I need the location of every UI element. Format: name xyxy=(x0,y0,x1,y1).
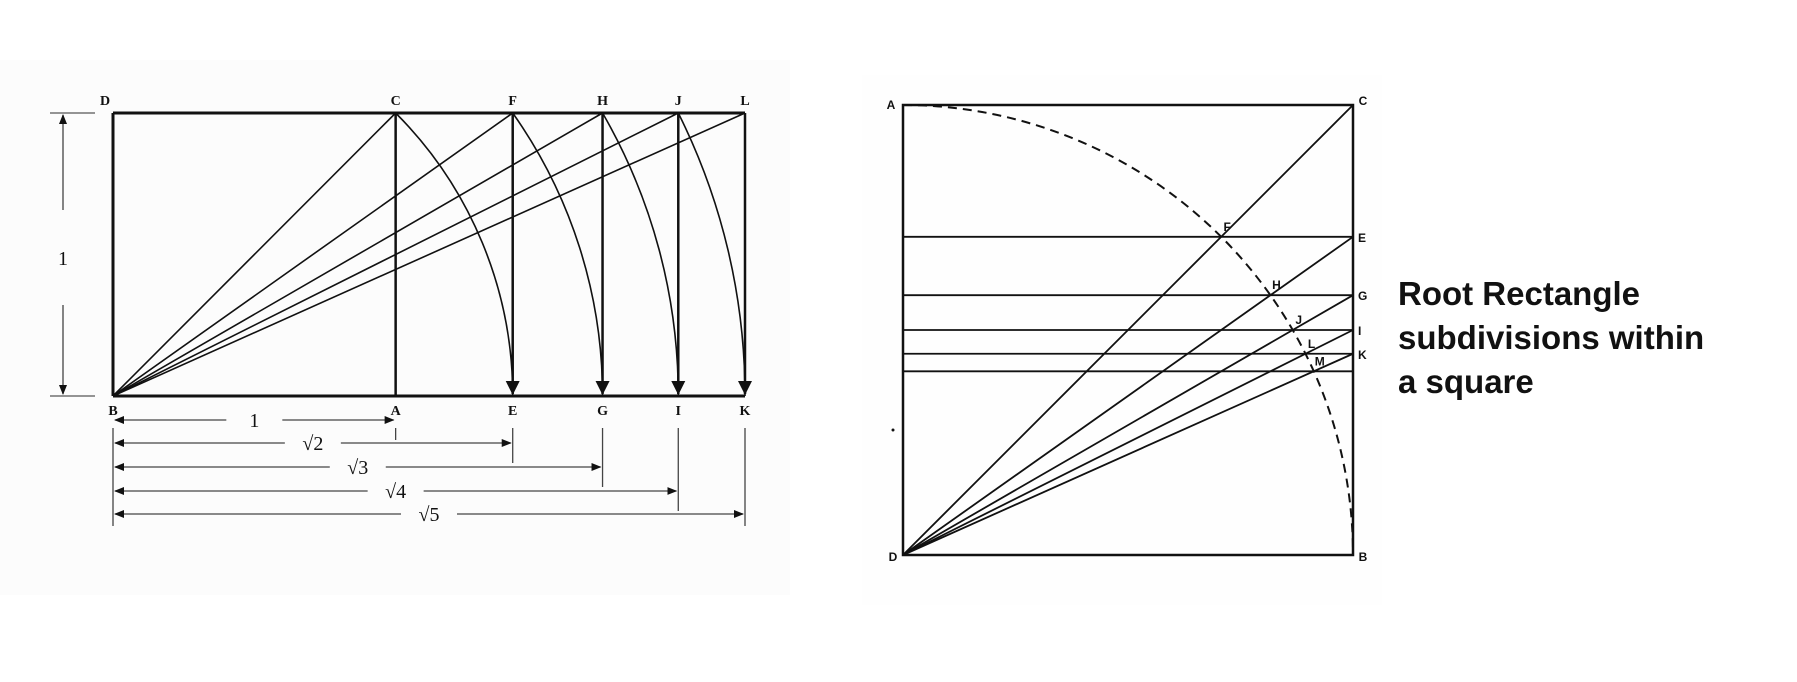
square-subdivision-diagram: F E H G J I L K M A C D B xyxy=(887,94,1368,564)
vertex-label-A: A xyxy=(391,404,402,419)
width-label-5: √5 xyxy=(419,504,440,526)
left-diagram-panel: D C F H J L B A E G I K 1 1 √2 √3 √4 √5 xyxy=(0,60,790,595)
vertex-label-G: G xyxy=(597,404,608,419)
vertex-label-E: E xyxy=(508,404,517,419)
caption-line-2: subdivisions within xyxy=(1398,319,1705,356)
caption-line-3: a square xyxy=(1398,363,1534,400)
intersection-label-J: J xyxy=(1295,313,1302,327)
vertex-label-C: C xyxy=(391,94,401,109)
diagonal-B-C xyxy=(112,112,397,397)
stray-dot xyxy=(891,428,895,432)
vertex-label-I: I xyxy=(676,404,681,419)
edge-label-I: I xyxy=(1358,324,1361,338)
arc-F-G xyxy=(512,112,604,397)
caption: Root Rectangle subdivisions within a squ… xyxy=(1398,272,1704,404)
width-label-2: √2 xyxy=(302,433,323,455)
intersection-label-H: H xyxy=(1272,278,1281,292)
arc-J-K xyxy=(677,112,746,397)
corner-label-A: A xyxy=(887,98,896,112)
width-label-1: 1 xyxy=(249,410,259,432)
diagonal-B-J xyxy=(112,112,679,397)
intersection-label-L: L xyxy=(1308,337,1315,351)
diagonal-4 xyxy=(902,329,1354,556)
corner-label-D: D xyxy=(889,550,898,564)
vertex-label-L: L xyxy=(740,94,749,109)
vertex-label-K: K xyxy=(740,404,751,419)
diagonal-B-L xyxy=(112,112,746,397)
diagonal-B-H xyxy=(112,112,603,397)
edge-label-G: G xyxy=(1358,289,1367,303)
diagonal-B-F xyxy=(112,112,514,397)
vertex-label-H: H xyxy=(597,94,608,109)
vertex-label-B: B xyxy=(108,404,117,419)
intersection-label-F: F xyxy=(1224,220,1231,234)
edge-label-K: K xyxy=(1358,348,1367,362)
root-rectangles-diagram: D C F H J L B A E G I K 1 1 √2 √3 √4 √5 xyxy=(50,94,752,526)
corner-label-B: B xyxy=(1359,550,1368,564)
arc-C-E xyxy=(395,112,514,397)
width-label-4: √4 xyxy=(385,481,406,503)
diagonal-5 xyxy=(902,352,1354,556)
corner-label-C: C xyxy=(1359,94,1368,108)
vertex-label-D: D xyxy=(100,94,110,109)
right-diagram-panel: F E H G J I L K M A C D B xyxy=(862,75,1382,605)
height-label: 1 xyxy=(58,248,68,270)
vertex-label-F: F xyxy=(508,94,517,109)
diagonal-3 xyxy=(902,294,1354,556)
vertex-label-J: J xyxy=(675,94,682,109)
intersection-label-M: M xyxy=(1315,354,1325,368)
caption-line-1: Root Rectangle xyxy=(1398,275,1641,312)
width-label-3: √3 xyxy=(347,457,368,479)
diagonal-2 xyxy=(902,236,1354,556)
edge-label-E: E xyxy=(1358,231,1366,245)
arc-H-I xyxy=(601,112,680,397)
